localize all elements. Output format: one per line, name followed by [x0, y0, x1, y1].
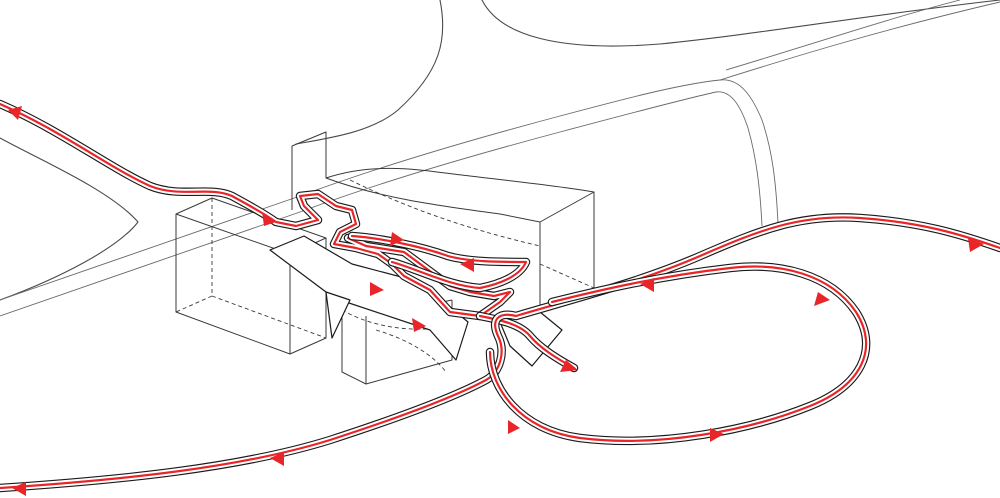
terrain-contours [0, 0, 1000, 301]
circulation-route [0, 99, 1000, 493]
east-volume [291, 131, 595, 311]
arrow-southwest-road [270, 452, 284, 466]
arrow-northwest-entry [8, 106, 22, 120]
direction-arrows [8, 106, 984, 496]
arrow-southwest-exit [12, 482, 26, 496]
arrow-upper-walk [390, 232, 404, 246]
arrow-east-road [968, 238, 984, 252]
arrow-loop-top [640, 278, 654, 292]
arrow-loop-bottom [710, 428, 724, 442]
arrow-loop-left [508, 420, 520, 434]
roads [0, 0, 1000, 317]
arrow-loop-right [814, 292, 830, 306]
arrow-canopy-walk [412, 318, 426, 332]
arrow-ramp [370, 282, 384, 296]
arrow-bridge [262, 212, 276, 226]
arrow-upper-loop [460, 258, 474, 272]
arrow-exit [560, 360, 578, 372]
